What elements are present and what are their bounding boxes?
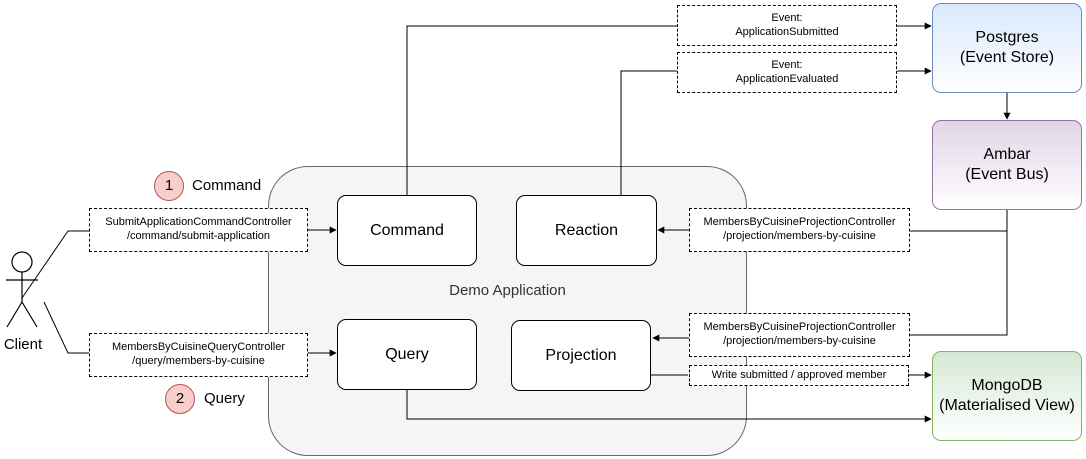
client-to-submit-connector	[21, 230, 90, 299]
demo-application-label: Demo Application	[449, 281, 566, 299]
members-query-controller: MembersByCuisineQueryController /query/m…	[89, 333, 308, 377]
ambar-to-reaction-controller-connector	[910, 210, 1008, 232]
postgres-name: Postgres	[975, 29, 1039, 46]
projection-controller-projection: MembersByCuisineProjectionController /pr…	[689, 313, 910, 357]
command-component: Command	[337, 195, 477, 266]
ambar-name: Ambar	[983, 146, 1031, 163]
projection-controller-projection-path: /projection/members-by-cuisine	[723, 335, 876, 347]
step-2-badge: 2	[165, 384, 195, 414]
step-1-label: Command	[192, 177, 262, 194]
submit-controller-path: /command/submit-application	[126, 230, 271, 242]
client-label: Client	[3, 336, 43, 353]
query-controller-path: /query/members-by-cuisine	[132, 355, 265, 367]
ambar-event-bus: Ambar (Event Bus)	[932, 120, 1082, 210]
reaction-component: Reaction	[516, 195, 657, 266]
event-submitted-type: Event:	[771, 11, 803, 24]
step-1-badge: 1	[154, 171, 184, 201]
mongodb-role: (Materialised View)	[939, 397, 1075, 414]
client-to-query-connector	[43, 301, 90, 354]
projection-controller-projection-name: MembersByCuisineProjectionController	[703, 321, 896, 334]
ambar-role: (Event Bus)	[965, 166, 1049, 183]
ambar-to-projection-controller-connector	[910, 231, 1008, 336]
client-actor-icon	[6, 251, 38, 328]
postgres-role: (Event Store)	[959, 49, 1055, 66]
submit-controller-name: SubmitApplicationCommandController	[105, 216, 292, 229]
postgres-event-store: Postgres (Event Store)	[932, 3, 1082, 93]
query-component: Query	[337, 319, 477, 390]
reaction-to-event-evaluated-connector	[620, 70, 677, 195]
step-2-label: Query	[204, 390, 245, 407]
event-application-evaluated: Event: ApplicationEvaluated	[677, 52, 897, 93]
projection-controller-reaction: MembersByCuisineProjectionController /pr…	[689, 208, 910, 252]
submit-application-controller: SubmitApplicationCommandController /comm…	[89, 208, 308, 252]
command-to-event-submitted-connector	[406, 25, 677, 195]
projection-component: Projection	[511, 320, 651, 391]
write-member-label: Write submitted / approved member	[689, 365, 909, 386]
event-submitted-name: ApplicationSubmitted	[735, 25, 839, 38]
event-evaluated-name: ApplicationEvaluated	[735, 72, 839, 85]
mongodb-name: MongoDB	[971, 377, 1043, 394]
event-evaluated-type: Event:	[771, 58, 803, 71]
projection-controller-reaction-name: MembersByCuisineProjectionController	[703, 216, 896, 229]
mongodb-materialised-view: MongoDB (Materialised View)	[932, 351, 1082, 441]
event-application-submitted: Event: ApplicationSubmitted	[677, 5, 897, 46]
query-controller-name: MembersByCuisineQueryController	[111, 341, 285, 354]
query-to-mongodb-arrow	[406, 389, 932, 423]
projection-controller-reaction-path: /projection/members-by-cuisine	[723, 230, 876, 242]
